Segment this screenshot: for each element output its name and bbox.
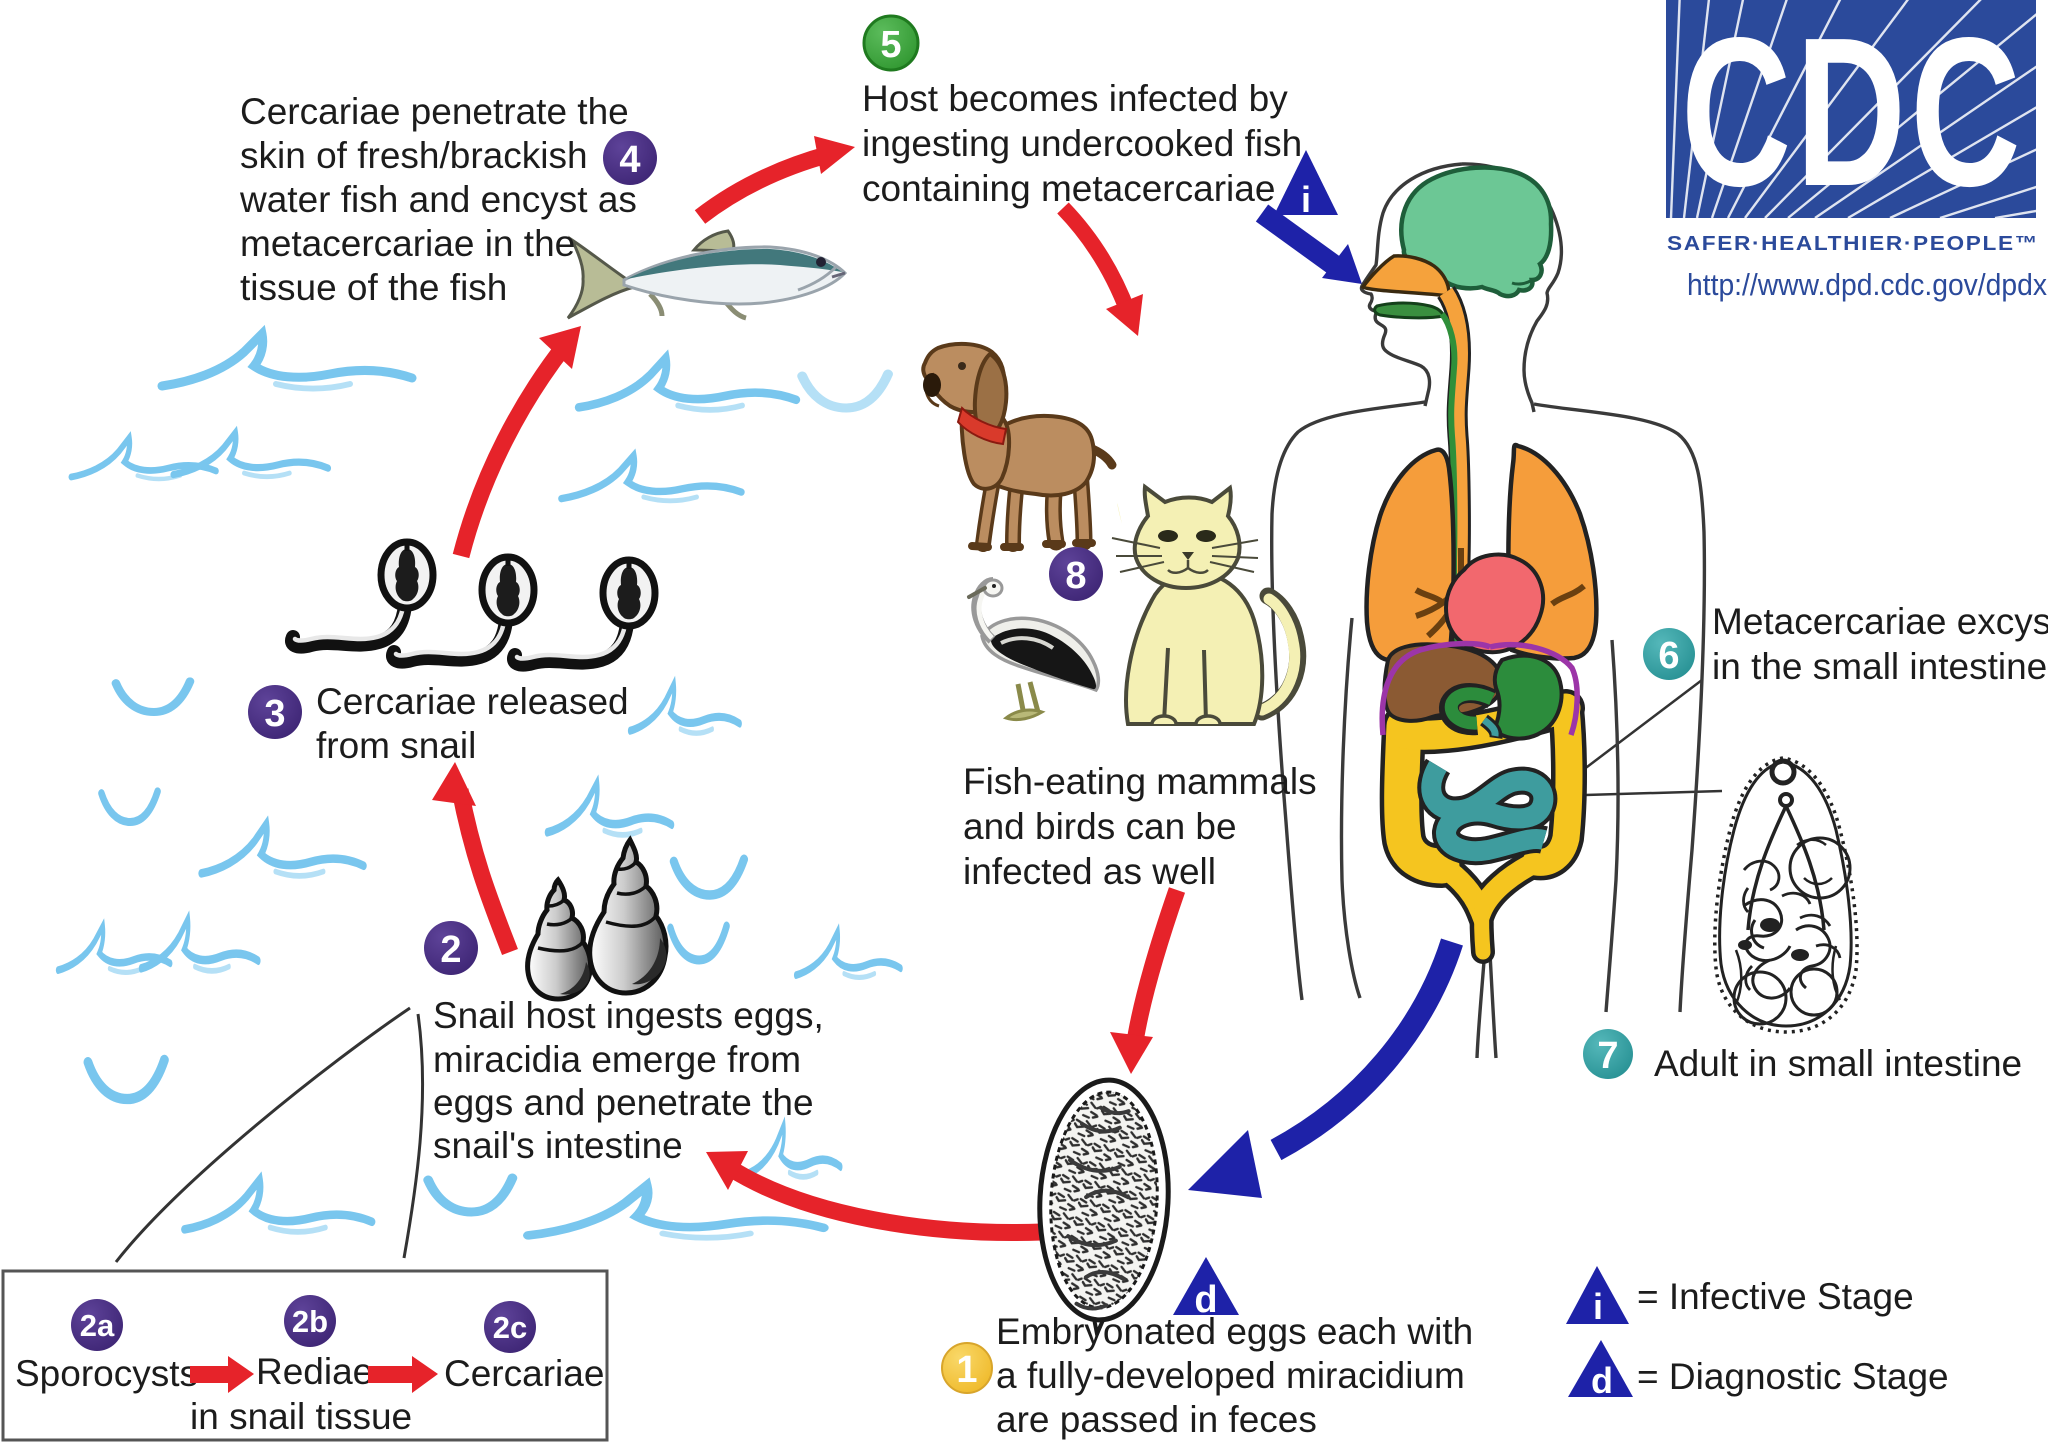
svg-text:water fish and encyst as: water fish and encyst as	[239, 179, 637, 220]
svg-text:= Infective Stage: = Infective Stage	[1637, 1276, 1914, 1317]
svg-text:4: 4	[619, 139, 640, 181]
svg-text:Snail host ingests eggs,: Snail host ingests eggs,	[433, 995, 824, 1036]
svg-text:5: 5	[880, 24, 901, 66]
svg-text:1: 1	[956, 1349, 977, 1391]
svg-text:CDC: CDC	[1681, 0, 2025, 230]
svg-text:Cercariae penetrate the: Cercariae penetrate the	[240, 91, 629, 132]
svg-text:d: d	[1194, 1279, 1217, 1321]
svg-text:tissue of the fish: tissue of the fish	[240, 267, 507, 308]
svg-text:Host becomes infected by: Host becomes infected by	[862, 78, 1288, 119]
svg-text:ingesting undercooked fish: ingesting undercooked fish	[862, 123, 1302, 164]
svg-text:are passed in feces: are passed in feces	[996, 1399, 1317, 1440]
svg-text:http://www.dpd.cdc.gov/dpdx: http://www.dpd.cdc.gov/dpdx	[1687, 267, 2047, 302]
svg-text:Cercariae released: Cercariae released	[316, 681, 629, 722]
svg-text:2c: 2c	[493, 1310, 527, 1345]
svg-text:skin of fresh/brackish: skin of fresh/brackish	[240, 135, 588, 176]
svg-text:3: 3	[264, 693, 285, 735]
svg-text:containing metacercariae: containing metacercariae	[862, 168, 1275, 209]
svg-text:8: 8	[1065, 555, 1086, 597]
svg-text:from snail: from snail	[316, 725, 476, 766]
svg-text:7: 7	[1597, 1035, 1618, 1077]
svg-text:i: i	[1301, 179, 1311, 220]
svg-text:Rediae: Rediae	[256, 1351, 373, 1392]
svg-text:Embryonated eggs each with: Embryonated eggs each with	[996, 1311, 1473, 1352]
svg-text:metacercariae in the: metacercariae in the	[240, 223, 575, 264]
svg-text:in the small intestine: in the small intestine	[1712, 646, 2047, 687]
svg-text:= Diagnostic Stage: = Diagnostic Stage	[1637, 1356, 1949, 1397]
svg-text:2a: 2a	[80, 1308, 115, 1343]
svg-text:Fish-eating mammals: Fish-eating mammals	[963, 761, 1317, 802]
svg-text:2: 2	[440, 929, 461, 971]
svg-text:in snail tissue: in snail tissue	[190, 1396, 412, 1437]
svg-text:SAFER·HEALTHIER·PEOPLE™: SAFER·HEALTHIER·PEOPLE™	[1667, 232, 2039, 255]
svg-text:and birds can be: and birds can be	[963, 806, 1237, 847]
svg-text:i: i	[1593, 1286, 1603, 1327]
svg-text:6: 6	[1658, 635, 1679, 677]
svg-text:Cercariae: Cercariae	[444, 1353, 604, 1394]
svg-text:Sporocysts: Sporocysts	[15, 1353, 198, 1394]
svg-text:miracidia emerge from: miracidia emerge from	[433, 1039, 801, 1080]
svg-text:Adult in small intestine: Adult in small intestine	[1654, 1043, 2022, 1084]
svg-text:snail's intestine: snail's intestine	[433, 1125, 683, 1166]
svg-text:a fully-developed miracidium: a fully-developed miracidium	[996, 1355, 1465, 1396]
svg-text:d: d	[1591, 1360, 1613, 1401]
svg-text:Metacercariae excyst: Metacercariae excyst	[1712, 601, 2048, 642]
svg-text:infected as well: infected as well	[963, 851, 1216, 892]
svg-text:eggs and penetrate the: eggs and penetrate the	[433, 1082, 814, 1123]
svg-text:2b: 2b	[292, 1304, 328, 1339]
